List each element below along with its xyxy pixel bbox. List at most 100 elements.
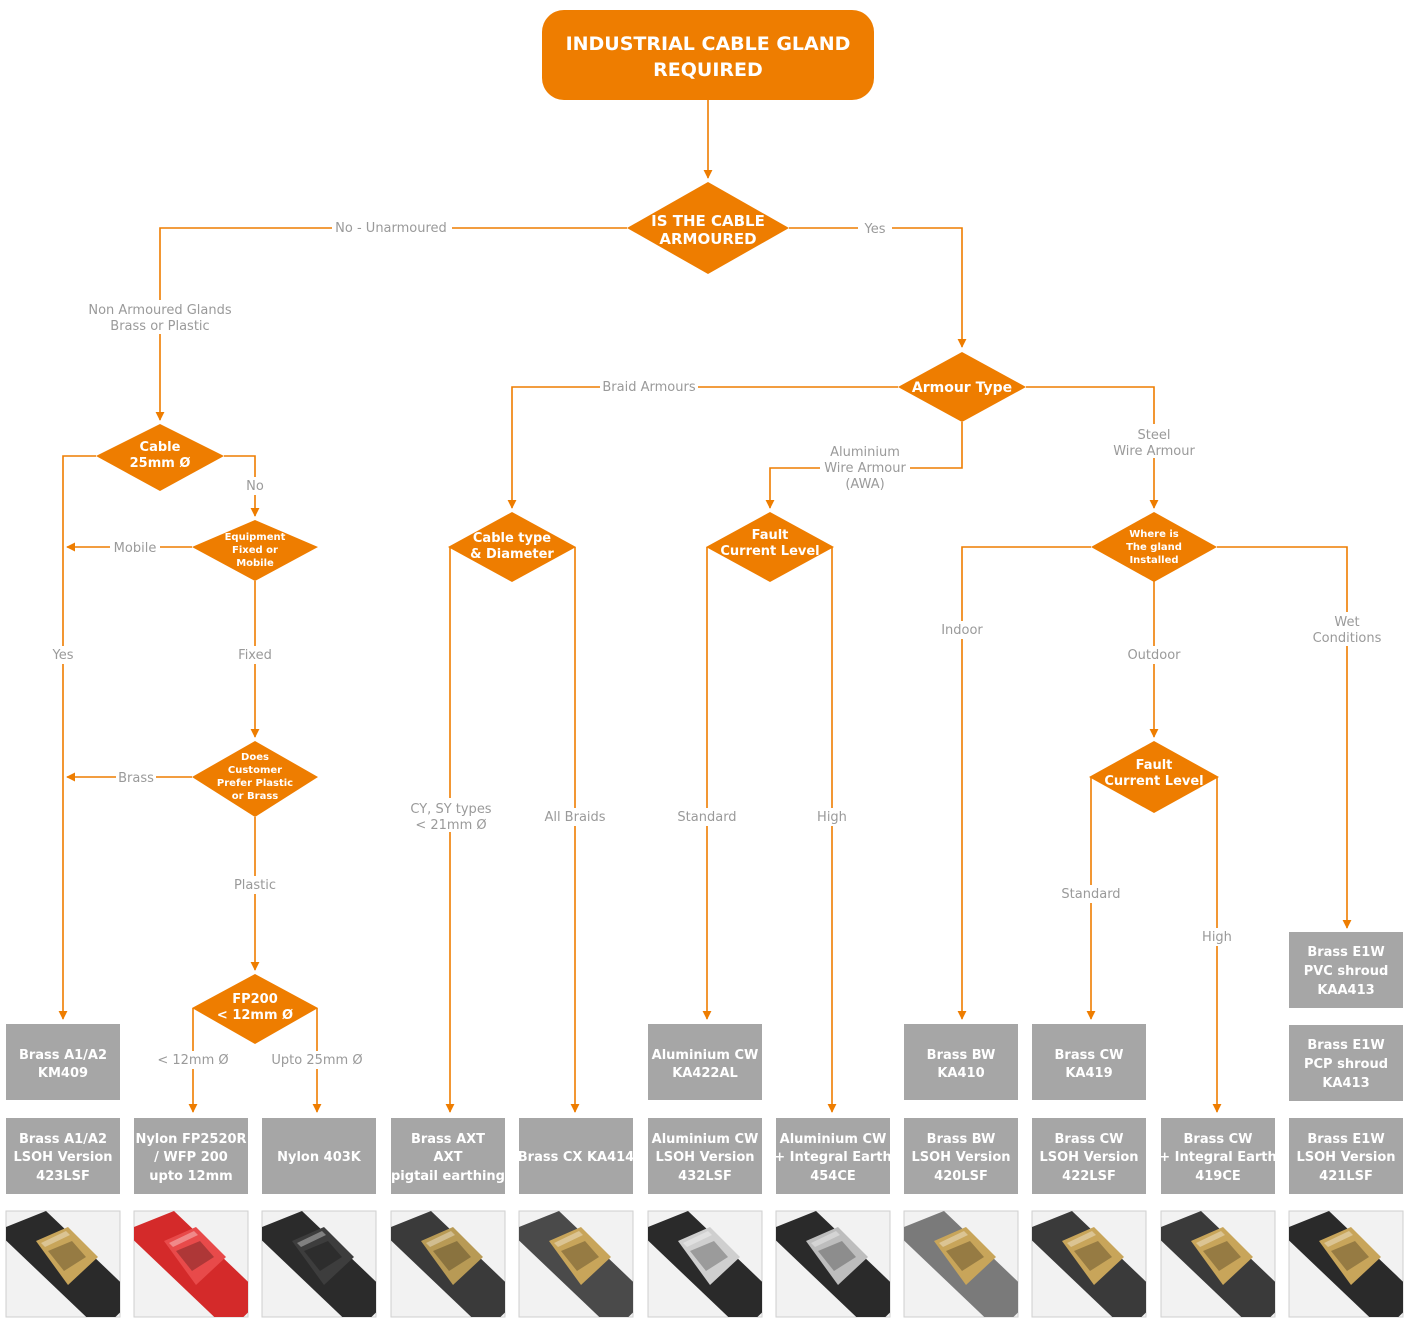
decision-fault-awa-line-1: Fault xyxy=(752,528,789,543)
label-non-armoured-line-2: Brass or Plastic xyxy=(110,319,209,334)
box-brass-bw: Brass BW KA410 xyxy=(904,1024,1018,1100)
decision-where-line-2: The gland xyxy=(1126,542,1182,553)
box-e1w-lsoh-line-3: 421LSF xyxy=(1319,1169,1373,1184)
box-e1w-pcp-line-1: Brass E1W xyxy=(1307,1038,1384,1053)
box-cw-lsoh-line-1: Brass CW xyxy=(1055,1132,1124,1147)
label-non-armoured-line-1: Non Armoured Glands xyxy=(88,303,232,318)
decision-cable25-line-2: 25mm Ø xyxy=(130,456,191,471)
photo-brass-e1w-lsoh xyxy=(1288,1210,1404,1318)
decision-armoured-line-1: IS THE CABLE xyxy=(651,212,765,230)
box-al-cw-ie-line-1: Aluminium CW xyxy=(780,1132,887,1147)
box-brass-bw-line-1: Brass BW xyxy=(927,1048,996,1063)
box-nylon-fp2520r: Nylon FP2520R / WFP 200 upto 12mm xyxy=(134,1118,248,1194)
box-brass-bw-line-2: KA410 xyxy=(937,1066,984,1081)
box-brass-cw-line-2: KA419 xyxy=(1065,1066,1112,1081)
decision-armour-type-line-1: Armour Type xyxy=(912,380,1012,396)
photo-brass-cw-lsoh xyxy=(1031,1210,1147,1318)
box-brass-a1a2: Brass A1/A2 KM409 xyxy=(6,1024,120,1100)
decision-cable-type-line-2: & Diameter xyxy=(470,547,554,562)
label-outdoor: Outdoor xyxy=(1127,648,1181,663)
photo-nylon-403k xyxy=(261,1210,377,1318)
edge-yes-armoured xyxy=(789,227,967,348)
box-a1a2-lsoh-line-2: LSOH Version xyxy=(13,1150,112,1165)
box-nylon-403k: Nylon 403K xyxy=(262,1118,376,1194)
box-cw-ie-line-1: Brass CW xyxy=(1184,1132,1253,1147)
label-high-out: High xyxy=(1202,930,1232,945)
label-wet-line-2: Conditions xyxy=(1313,631,1382,646)
box-aluminium-cw-lsoh: Aluminium CW LSOH Version 432LSF xyxy=(648,1118,762,1194)
box-al-cw-lsoh-line-2: LSOH Version xyxy=(655,1150,754,1165)
box-al-cw-ie-line-3: 454CE xyxy=(810,1169,856,1184)
decision-cable-type: Cable type & Diameter xyxy=(448,512,576,582)
box-al-cw-lsoh-line-3: 432LSF xyxy=(678,1169,732,1184)
label-awa-line-3: (AWA) xyxy=(845,477,884,492)
box-aluminium-cw-integral-earth: Aluminium CW + Integral Earth 454CE xyxy=(774,1118,892,1194)
label-awa-line-2: Wire Armour xyxy=(824,461,906,476)
box-bw-lsoh-line-1: Brass BW xyxy=(927,1132,996,1147)
edge-cable25-yes xyxy=(58,455,96,1020)
label-yes-25: Yes xyxy=(52,648,74,663)
decision-where-line-1: Where is xyxy=(1129,529,1179,540)
box-bw-lsoh-line-3: 420LSF xyxy=(934,1169,988,1184)
photo-brass-cw-integral-earth xyxy=(1160,1210,1276,1318)
box-cw-ie-line-3: 419CE xyxy=(1195,1169,1241,1184)
decision-customer-line-2: Customer xyxy=(228,765,282,776)
decision-customer-line-4: or Brass xyxy=(232,791,279,802)
decision-fixed-mobile-line-1: Equipment xyxy=(225,532,286,543)
box-aluminium-cw: Aluminium CW KA422AL xyxy=(648,1024,762,1100)
decision-fixed-mobile-line-3: Mobile xyxy=(236,558,274,569)
start-node: INDUSTRIAL CABLE GLAND REQUIRED xyxy=(542,10,874,100)
decision-where-line-3: Installed xyxy=(1129,555,1178,566)
decision-cable25-line-1: Cable xyxy=(140,440,181,455)
photo-aluminium-cw-integral-earth xyxy=(775,1210,891,1318)
product-photos xyxy=(5,1210,1404,1318)
photo-nylon-fp2520r xyxy=(133,1210,249,1318)
box-brass-cw-line-1: Brass CW xyxy=(1055,1048,1124,1063)
decision-customer-line-1: Does xyxy=(241,752,269,763)
box-e1w-pcp-line-3: KA413 xyxy=(1322,1076,1369,1091)
box-nylon-fp-line-1: Nylon FP2520R xyxy=(135,1132,246,1147)
box-brass-e1w-pvc: Brass E1W PVC shroud KAA413 xyxy=(1289,932,1403,1008)
label-standard-out: Standard xyxy=(1061,887,1120,902)
label-wet-line-1: Wet xyxy=(1334,615,1359,630)
start-line-2: REQUIRED xyxy=(653,59,763,81)
box-cw-lsoh-line-2: LSOH Version xyxy=(1039,1150,1138,1165)
box-nylon-fp-line-2: / WFP 200 xyxy=(154,1150,228,1165)
decision-cable25: Cable 25mm Ø xyxy=(96,424,224,491)
product-boxes: Brass A1/A2 KM409 Aluminium CW KA422AL B… xyxy=(6,932,1403,1194)
box-nylon-403k-line-1: Nylon 403K xyxy=(277,1150,362,1165)
photo-brass-a1a2-lsoh xyxy=(5,1210,121,1318)
box-brass-a1a2-lsoh: Brass A1/A2 LSOH Version 423LSF xyxy=(6,1118,120,1194)
edge-cable25-no xyxy=(224,455,260,517)
label-awa-line-1: Aluminium xyxy=(830,445,900,460)
decision-fault-awa: Fault Current Level xyxy=(706,512,834,582)
label-all-braids: All Braids xyxy=(544,810,605,825)
label-brass: Brass xyxy=(118,771,154,786)
decision-fp200: FP200 < 12mm Ø xyxy=(192,974,318,1044)
label-swa-line-1: Steel xyxy=(1138,428,1171,443)
label-no: No xyxy=(246,479,264,494)
box-e1w-pcp-line-2: PCP shroud xyxy=(1304,1057,1388,1072)
decision-fault-outdoor: Fault Current Level xyxy=(1089,741,1219,813)
decision-fixed-mobile-line-2: Fixed or xyxy=(232,545,278,556)
box-aluminium-cw-line-1: Aluminium CW xyxy=(652,1048,759,1063)
edge-wet xyxy=(1217,546,1352,929)
decision-fp200-line-2: < 12mm Ø xyxy=(217,1008,293,1023)
edge-indoor xyxy=(957,546,1091,1020)
edge-labels: No - Unarmoured Yes Non Armoured Glands … xyxy=(49,219,1386,1069)
decision-where-installed: Where is The gland Installed xyxy=(1091,512,1217,582)
box-cw-ie-line-2: + Integral Earth xyxy=(1159,1150,1277,1165)
box-axt-line-2: AXT xyxy=(434,1150,463,1165)
box-brass-axt: Brass AXT AXT (pigtail earthing) xyxy=(385,1118,511,1194)
box-e1w-lsoh-line-2: LSOH Version xyxy=(1296,1150,1395,1165)
box-bw-lsoh-line-2: LSOH Version xyxy=(911,1150,1010,1165)
decision-fp200-line-1: FP200 xyxy=(232,992,278,1007)
box-brass-e1w-pcp: Brass E1W PCP shroud KA413 xyxy=(1289,1025,1403,1101)
box-brass-cx: Brass CX KA414 xyxy=(518,1118,634,1194)
decision-cable-type-line-1: Cable type xyxy=(473,531,551,546)
label-high-awa: High xyxy=(817,810,847,825)
box-e1w-pvc-line-1: Brass E1W xyxy=(1307,945,1384,960)
box-al-cw-ie-line-2: + Integral Earth xyxy=(774,1150,892,1165)
decision-fault-outdoor-line-1: Fault xyxy=(1136,758,1173,773)
